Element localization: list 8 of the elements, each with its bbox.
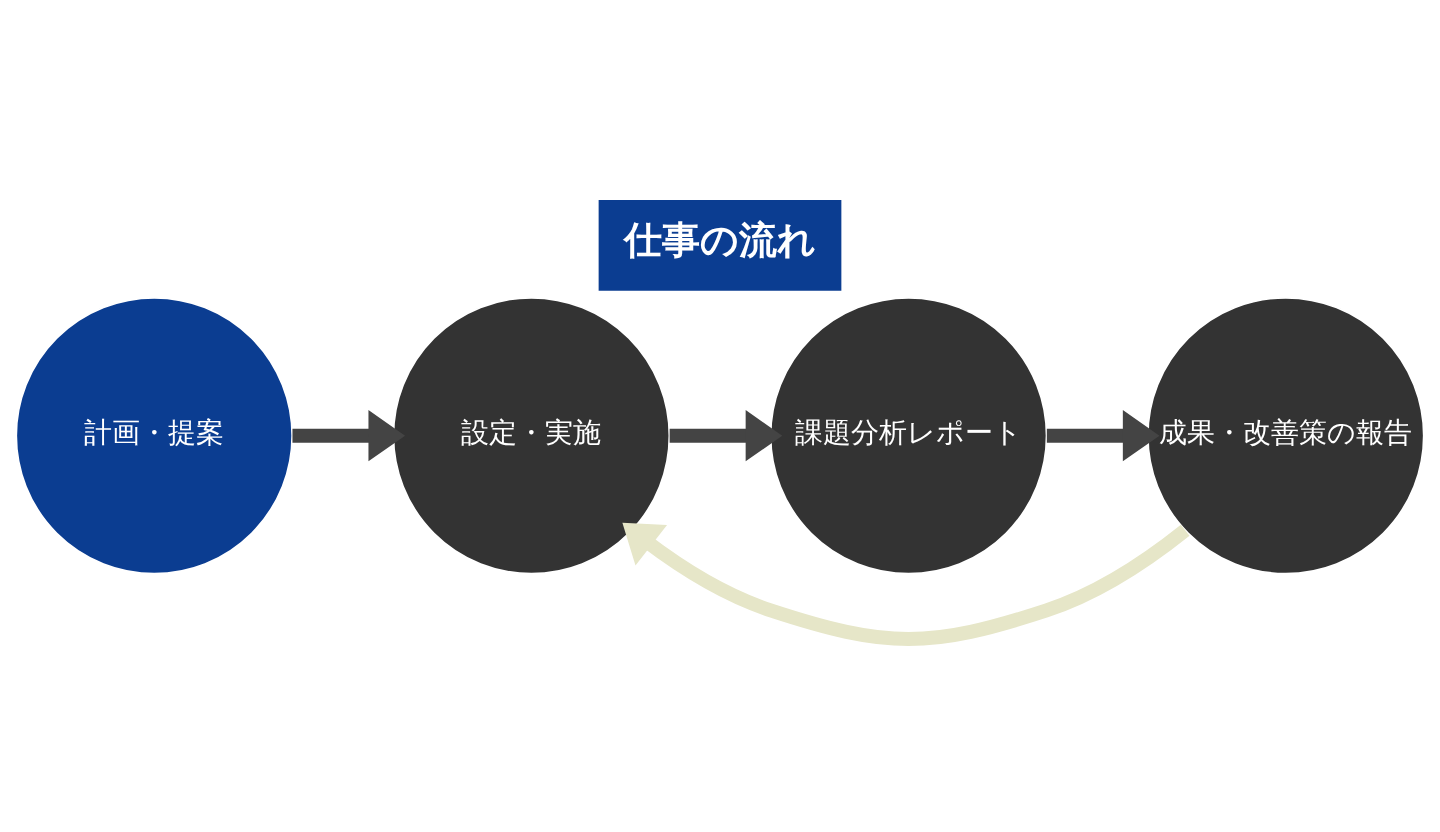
node-circle: 成果・改善策の報告 [1146,296,1425,575]
arrow [1046,410,1160,462]
arrow [292,410,406,462]
node-circle: 計画・提案 [15,296,294,575]
arrow [622,522,1190,646]
diagram-title: 仕事の流れ [623,217,816,263]
arrow [669,410,783,462]
node-circle: 課題分析レポート [769,296,1048,575]
